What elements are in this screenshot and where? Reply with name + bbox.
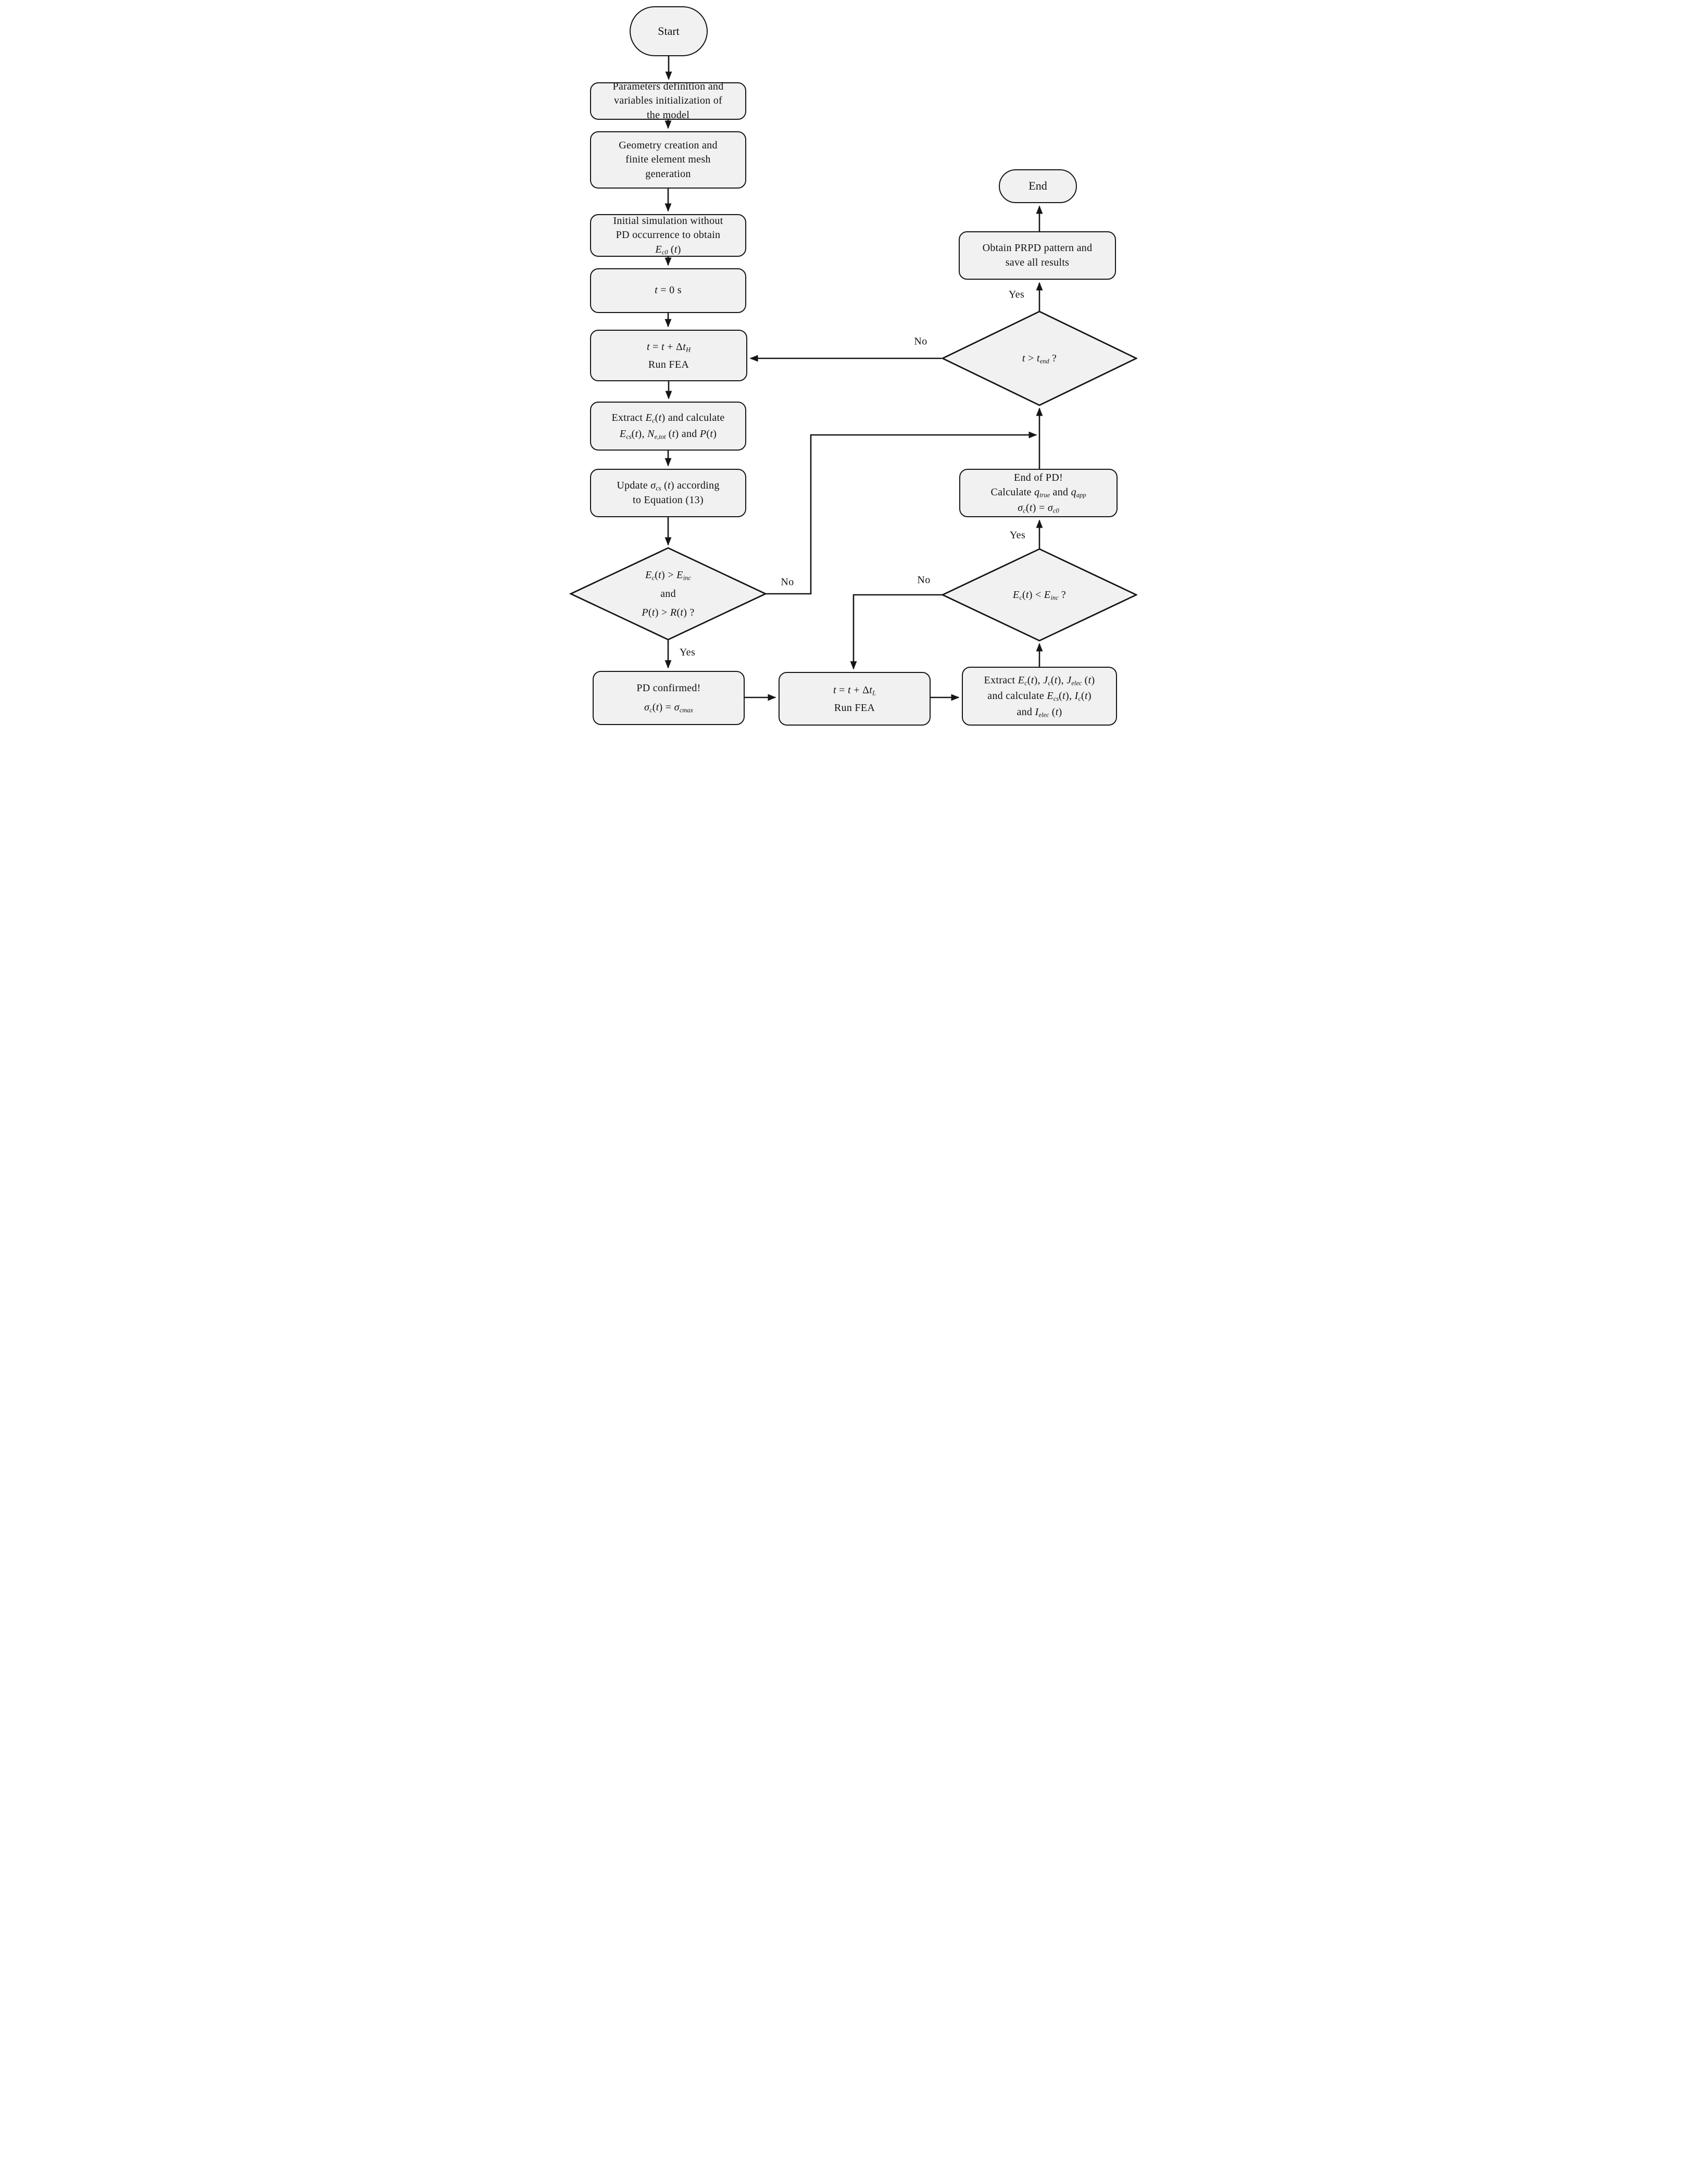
decision-einc-text: Ec(t) < Einc ?	[1012, 589, 1067, 602]
process-extract-currents: Extract Ec(t), Jc(t), Jelec (t)and calcu…	[962, 667, 1117, 726]
end-label: End	[1028, 179, 1047, 193]
label-yes-decision-pd: Yes	[679, 646, 696, 658]
decision-tend-text: t > tend ?	[1022, 352, 1057, 365]
label-yes-decision-tend: Yes	[1008, 289, 1025, 301]
label-no-decision-einc: No	[917, 574, 931, 586]
start-label: Start	[658, 24, 680, 38]
process-t-equals-zero: t = 0 s	[590, 268, 746, 313]
connector-layer	[569, 56, 1137, 701]
arrow-decision-pd-no	[766, 431, 1037, 595]
arrow-decision-einc-no	[850, 594, 943, 670]
decision-einc-shape	[940, 548, 1137, 642]
label-yes-decision-einc: Yes	[1009, 529, 1026, 541]
label-no-decision-tend: No	[914, 335, 927, 347]
decision-tend-shape	[940, 310, 1137, 406]
label-no-decision-pd: No	[781, 576, 794, 588]
terminator-end: End	[999, 169, 1077, 203]
terminator-start: Start	[630, 6, 708, 56]
process-pd-confirmed: PD confirmed!σc(t) = σcmax	[593, 671, 745, 725]
